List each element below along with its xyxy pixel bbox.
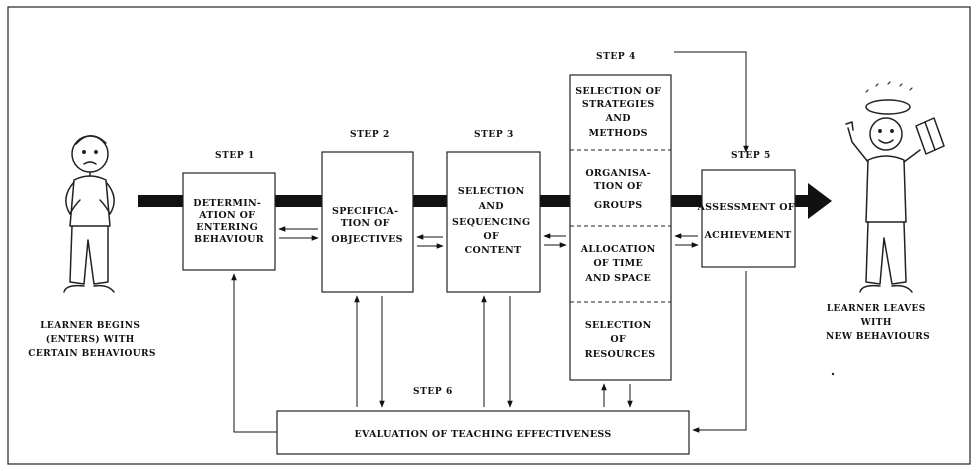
box-time-space-line-1: ALLOCATION (580, 244, 656, 255)
box-objectives-line-3: OBJECTIVES (331, 234, 403, 245)
learner-leaves-line-3: NEW BEHAVIOURS (826, 332, 930, 342)
box-time-space-line-3: AND SPACE (584, 273, 651, 284)
box-content-line-1: SELECTION (458, 186, 525, 197)
svg-text:SPECIFICA- TION OF: SPECIFICA- TION OF OBJECTIVES (331, 206, 403, 245)
scan-dot (832, 373, 834, 375)
learner-begins-line-2: (ENTERS) WITH (46, 334, 135, 345)
box-entering-line-4: BEHAVIOUR (194, 234, 264, 245)
step-1-label: STEP 1 (215, 151, 255, 161)
box-strategies-line-3: AND (605, 113, 631, 124)
box-assessment: ASSESSMENT OF ACHIEVEMENT (697, 170, 799, 267)
box-entering-line-2: ATION OF (198, 210, 255, 221)
box-objectives-line-1: SPECIFICA- (332, 206, 398, 217)
box-groups-line-3: GROUPS (594, 200, 642, 211)
box-content-line-2: AND (478, 201, 504, 212)
learner-begins-line-1: LEARNER BEGINS (40, 321, 140, 331)
step-4-label: STEP 4 (596, 52, 636, 62)
box-objectives-line-2: TION OF (341, 218, 390, 229)
learner-leaves-line-1: LEARNER LEAVES (827, 304, 926, 314)
learner-begins-figure (64, 136, 114, 292)
box-groups-line-2: TION OF (594, 181, 643, 192)
box-resources-line-3: RESOURCES (585, 349, 656, 360)
box-entering-behaviour: DETERMIN- ATION OF ENTERING BEHAVIOUR (183, 173, 275, 270)
box-entering-line-1: DETERMIN- (193, 198, 261, 209)
box-content-line-3: SEQUENCING (452, 217, 530, 228)
learner-leaves-line-2: WITH (860, 318, 892, 328)
step-2-label: STEP 2 (350, 130, 390, 140)
box-evaluation: EVALUATION OF TEACHING EFFECTIVENESS (277, 411, 689, 454)
box-step4-column: SELECTION OF STRATEGIES AND METHODS ORGA… (570, 75, 671, 380)
box-assessment-line-1: ASSESSMENT OF (697, 202, 795, 213)
learner-begins-line-3: CERTAIN BEHAVIOURS (28, 349, 155, 359)
svg-text:DETERMIN- ATION OF: DETERMIN- ATION OF ENTERING BEHAVIOUR (193, 198, 265, 245)
box-content-line-5: CONTENT (465, 245, 522, 256)
box-strategies-line-2: STRATEGIES (582, 99, 655, 110)
box-assessment-line-2: ACHIEVEMENT (703, 230, 791, 241)
box-content-line-4: OF (483, 231, 499, 242)
box-resources-line-1: SELECTION (585, 320, 652, 331)
box-time-space-line-2: OF TIME (593, 258, 643, 269)
learner-begins-caption: LEARNER BEGINS (ENTERS) WITH CERTAIN BEH… (28, 321, 155, 359)
step-6-label: STEP 6 (413, 387, 453, 397)
box-content: SELECTION AND SEQUENCING OF CONTENT (447, 152, 540, 292)
box-groups-line-1: ORGANISA- (585, 168, 651, 179)
box-entering-line-3: ENTERING (196, 222, 258, 233)
box-strategies-line-4: METHODS (589, 128, 648, 139)
box-objectives: SPECIFICA- TION OF OBJECTIVES (322, 152, 413, 292)
box-evaluation-label: EVALUATION OF TEACHING EFFECTIVENESS (354, 429, 611, 440)
box-resources-line-2: OF (610, 334, 626, 345)
step-3-label: STEP 3 (474, 130, 514, 140)
learner-leaves-figure (846, 82, 944, 292)
step-5-label: STEP 5 (731, 151, 771, 161)
learner-leaves-caption: LEARNER LEAVES WITH NEW BEHAVIOURS (826, 304, 930, 342)
box-strategies-line-1: SELECTION OF (575, 86, 661, 97)
